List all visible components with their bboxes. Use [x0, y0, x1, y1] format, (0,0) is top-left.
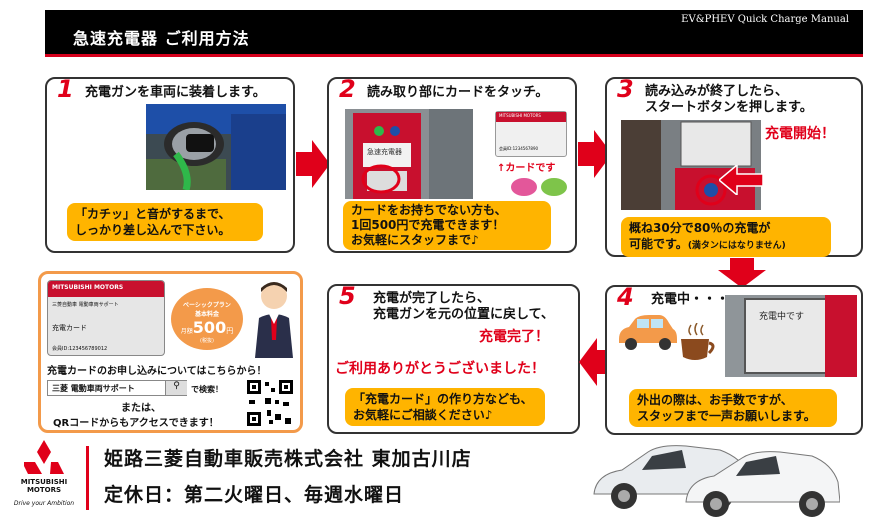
- step4-text: 充電中・・・: [651, 292, 730, 307]
- step3-text-line2: スタートボタンを押します。: [645, 100, 813, 115]
- step3-number: 3: [617, 75, 634, 103]
- step5-text-line1: 充電が完了したら、: [373, 291, 491, 306]
- page-subtitle: EV&PHEV Quick Charge Manual: [681, 14, 849, 25]
- step4-photo: 充電中です: [725, 295, 857, 377]
- promo-panel: MITSUBISHI MOTORS 三菱自動車 電動車両サポート 充電カード 会…: [38, 271, 303, 433]
- step5-number: 5: [339, 282, 356, 310]
- card-reader-image: [345, 109, 473, 199]
- arrow-left-icon: [719, 165, 763, 195]
- step5-note: 「充電カード」の作り方なども、 お気軽にご相談ください♪: [345, 388, 545, 426]
- apply-text: 充電カードのお申し込みについてはこちらから！: [47, 366, 267, 377]
- step5-text-line2: 充電ガンを元の位置に戻して、: [373, 307, 554, 322]
- step1-photo: [146, 104, 286, 190]
- arrow-left-icon: [579, 338, 613, 386]
- step2-note: カードをお持ちでない方も、 1回500円で充電できます！ お気軽にスタッフまで♪: [343, 201, 551, 250]
- charging-screen-image: [725, 295, 857, 377]
- step3-note: 概ね30分で80％の充電が 可能です。(満タンにはなりません): [621, 217, 831, 257]
- qr-text: QRコードからもアクセスできます！: [53, 418, 219, 429]
- search-suffix: で検索！: [191, 385, 223, 394]
- step4-panel: 4 充電中・・・ 充電中です 外出の際は、お手数ですが、 スタッフまで一声お願い…: [605, 283, 863, 435]
- promo-card-image: MITSUBISHI MOTORS 三菱自動車 電動車両サポート 充電カード 会…: [47, 280, 165, 356]
- arrow-right-icon: [296, 140, 330, 188]
- step4-note: 外出の際は、お手数ですが、 スタッフまで一声お願いします。: [629, 389, 837, 427]
- machine-label: 急速充電器: [367, 148, 402, 156]
- thanks-text: ご利用ありがとうございました！: [335, 361, 545, 377]
- page-title: 急速充電器 ご利用方法: [73, 29, 250, 48]
- coffee-cup-icon: [681, 323, 715, 360]
- footer-divider: [86, 446, 89, 510]
- mitsubishi-logo-icon: [24, 440, 64, 474]
- header-bar: 急速充電器 ご利用方法 EV&PHEV Quick Charge Manual: [45, 10, 863, 54]
- arrow-down-icon: [718, 258, 766, 288]
- logo-text: MITSUBISHI MOTORS: [20, 478, 68, 494]
- step5-panel: 5 充電が完了したら、 充電ガンを元の位置に戻して、 充電完了！ ご利用ありがと…: [327, 282, 580, 434]
- step4-number: 4: [617, 283, 634, 311]
- charging-gun-image: [146, 104, 286, 190]
- step2-number: 2: [339, 75, 356, 103]
- step1-panel: 1 充電ガンを車両に装着します。 「カチッ」と音がするまで、 しっかり差し込んで…: [45, 75, 295, 253]
- logo-tagline: Drive your Ambition: [13, 500, 75, 507]
- cars-mini-icon: [511, 178, 567, 196]
- qr-code-icon[interactable]: [245, 378, 295, 428]
- car-icon: [619, 315, 677, 350]
- screen-text: 充電中です: [759, 312, 805, 322]
- step1-number: 1: [57, 75, 74, 103]
- card-pointer-note: ↑カードです: [497, 163, 556, 174]
- step3-panel: 3 読み込みが終了したら、 スタートボタンを押します。 充電開始！ 概ね30分で…: [605, 75, 863, 257]
- step1-text: 充電ガンを車両に装着します。: [85, 85, 266, 100]
- step3-text-line1: 読み込みが終了したら、: [645, 84, 789, 99]
- arrow-right-icon: [578, 130, 612, 178]
- done-label: 充電完了！: [479, 329, 549, 345]
- step2-machine-photo: 急速充電器: [345, 109, 473, 199]
- company-name: 姫路三菱自動車販売株式会社 東加古川店: [104, 448, 472, 470]
- step1-note: 「カチッ」と音がするまで、 しっかり差し込んで下さい。: [67, 203, 263, 241]
- start-label: 充電開始！: [765, 126, 835, 142]
- price-badge: ベーシックプラン 基本料金 月額500円 (税抜): [171, 288, 243, 350]
- step2-panel: 2 読み取り部にカードをタッチ。 急速充電器 MITSUBISHI MOTORS…: [327, 75, 577, 253]
- staff-person-icon: [255, 282, 293, 358]
- holiday-text: 定休日：第二火曜日、毎週水曜日: [104, 484, 405, 506]
- step2-text: 読み取り部にカードをタッチ。: [367, 85, 549, 100]
- charge-card-image: MITSUBISHI MOTORS 会員ID:1234567890: [495, 111, 567, 157]
- header-red-line: [45, 54, 863, 57]
- search-icon[interactable]: ⚲: [165, 381, 187, 395]
- or-text: または、: [121, 403, 161, 414]
- vehicles-image: [593, 445, 840, 517]
